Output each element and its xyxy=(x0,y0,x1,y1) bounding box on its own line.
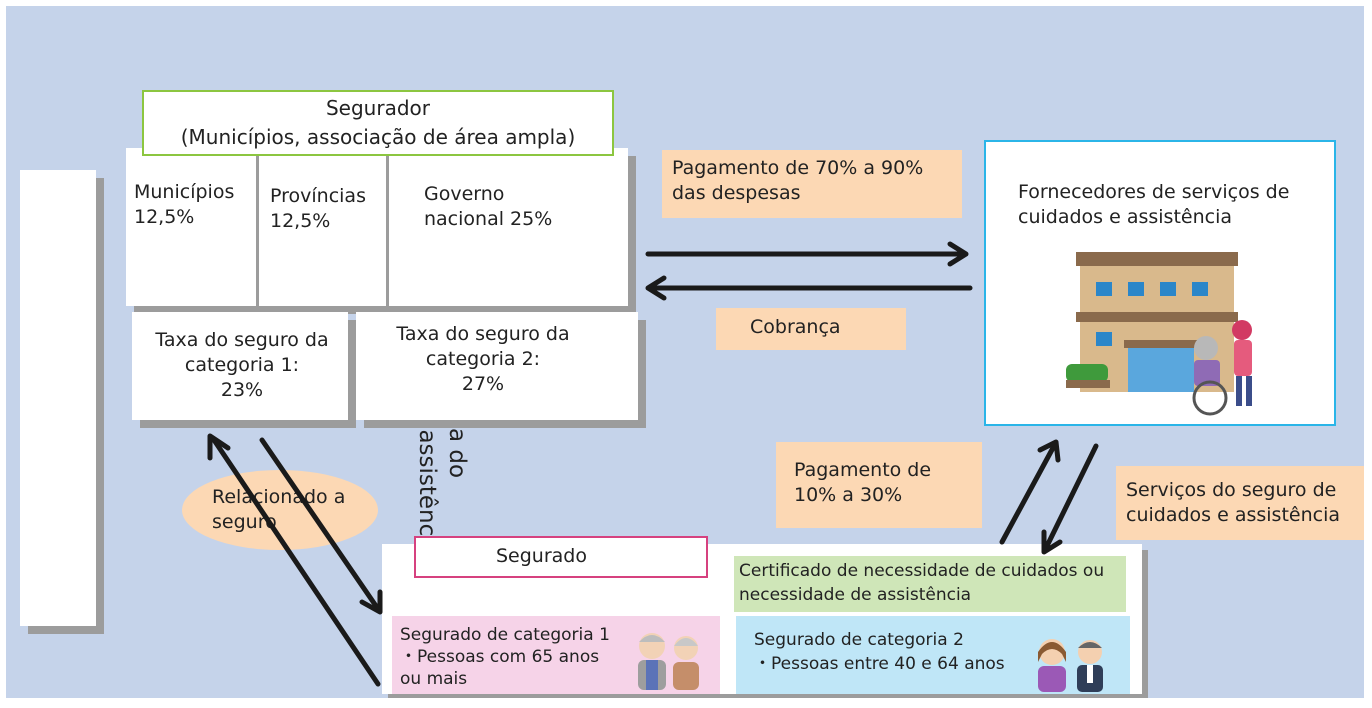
insurer-box xyxy=(126,148,628,306)
taxa-categoria-1-box xyxy=(132,312,348,420)
insurer-divider-2 xyxy=(386,148,389,306)
insured-title: Segurado xyxy=(496,545,587,567)
taxa-categoria-2: Taxa do seguro da categoria 2: 27% xyxy=(396,323,570,395)
premium-payment-arrow xyxy=(207,433,381,687)
taxa-categoria-2-box xyxy=(356,312,638,420)
taxa-categoria-1: Taxa do seguro da categoria 1: 23% xyxy=(155,329,329,401)
payment-10-30-label: Pagamento de 10% a 30% xyxy=(776,442,982,528)
cobranca-label: Cobrança xyxy=(716,308,906,350)
cat2-box: Segurado de categoria 2 ・Pessoas entre 4… xyxy=(736,616,1130,694)
certificate-box: Certificado de necessidade de cuidados o… xyxy=(734,556,1126,612)
payment-arrow xyxy=(645,241,969,267)
insurer-divider-1 xyxy=(256,148,259,306)
service-arrow xyxy=(1041,443,1099,555)
payment-70-90-label: Pagamento de 70% a 90% das despesas xyxy=(662,150,962,218)
care-facility-icon xyxy=(1066,252,1252,416)
copayment-arrow xyxy=(999,439,1061,545)
middle-aged-couple-icon xyxy=(1038,639,1103,692)
diagram-canvas: Mecanismo do Sistema do seguro de cuidad… xyxy=(6,6,1364,698)
insurance-relation-arrow xyxy=(259,437,383,615)
provincias-share: Províncias 12,5% xyxy=(270,185,366,232)
governo-share: Governo nacional 25% xyxy=(424,183,553,230)
provider-title: Fornecedores de serviços de cuidados e a… xyxy=(1018,181,1290,228)
elderly-couple-icon xyxy=(638,633,699,690)
arrows-layer xyxy=(207,241,1099,687)
insurer-title-box: Segurador (Municípios, associação de áre… xyxy=(142,90,614,156)
insured-title-box: Segurado xyxy=(414,536,708,578)
cobranca-arrow xyxy=(645,275,973,301)
municipios-share: Municípios 12,5% xyxy=(134,181,235,228)
insurer-title: Segurador (Municípios, associação de áre… xyxy=(180,96,576,149)
servicos-label: Serviços do seguro de cuidados e assistê… xyxy=(1116,466,1364,540)
